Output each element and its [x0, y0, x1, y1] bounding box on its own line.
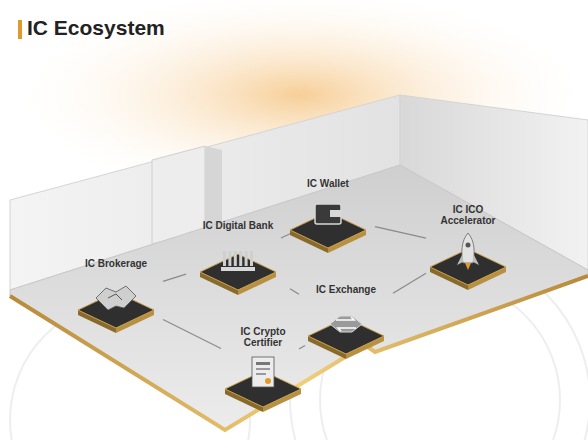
node-label: IC Crypto Certifier: [231, 326, 295, 348]
connector-line: [299, 345, 305, 348]
floor-edge: [10, 276, 588, 430]
floor: [10, 165, 588, 430]
icon-pad: [76, 270, 156, 334]
icon-pad: [428, 227, 508, 291]
node-label: IC Brokerage: [71, 258, 161, 269]
connector-line: [163, 274, 186, 281]
diagram-title: IC Ecosystem: [27, 16, 165, 40]
connector-line: [290, 289, 299, 294]
node-label: IC Wallet: [283, 178, 373, 189]
icon-pad: [198, 232, 278, 296]
connector-line: [375, 227, 426, 238]
pillar: [152, 146, 205, 244]
ecosystem-node: IC Brokerage: [69, 258, 163, 334]
connector-stroke: [281, 234, 290, 238]
node-label: IC Exchange: [301, 284, 391, 295]
connector-stroke: [163, 274, 186, 281]
ecosystem-node: IC Wallet: [281, 178, 375, 254]
node-label: IC Digital Bank: [188, 220, 288, 231]
ecosystem-node: IC ICO Accelerator: [426, 204, 510, 291]
connector-line: [163, 320, 221, 349]
connector-line: [281, 234, 290, 238]
icon-pad: [223, 349, 303, 413]
pillar-side: [205, 146, 222, 230]
title-bar: [18, 20, 22, 39]
connector-stroke: [393, 273, 426, 293]
icon-pad: [306, 296, 386, 360]
ecosystem-node: IC Crypto Certifier: [221, 326, 305, 413]
icon-pad: [288, 190, 368, 254]
connector-stroke: [375, 227, 426, 238]
ecosystem-node: IC Digital Bank: [186, 220, 290, 296]
connector-stroke: [290, 289, 299, 294]
connector-stroke: [163, 320, 221, 349]
connector-line: [393, 273, 426, 293]
connector-stroke: [299, 345, 305, 348]
ecosystem-node: IC Exchange: [299, 284, 393, 360]
node-label: IC ICO Accelerator: [433, 204, 503, 226]
